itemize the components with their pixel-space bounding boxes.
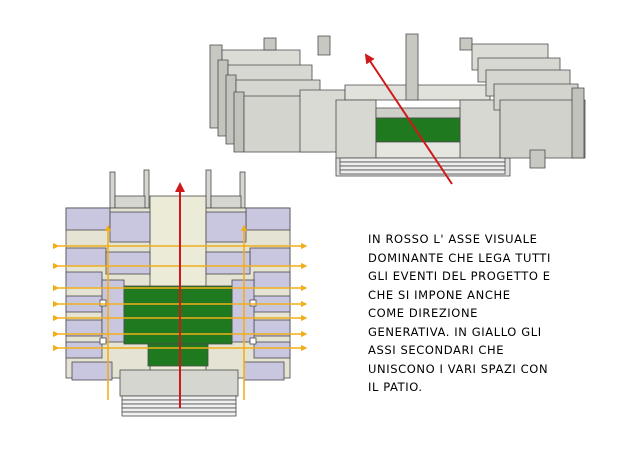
plan-view [52, 169, 308, 417]
axonometric-view [209, 33, 586, 185]
right-wing-blocks [459, 37, 586, 169]
caption-line: GLI EVENTI DEL PROGETTO E [368, 269, 551, 283]
caption-line: CHE SI IMPONE ANCHE [368, 287, 511, 302]
caption-line: DOMINANTE CHE LEGA TUTTI [368, 250, 552, 265]
caption-line: UNISCONO I VARI SPAZI CON [368, 361, 549, 376]
plan-patio [123, 285, 233, 345]
plan-top-walls [109, 169, 246, 209]
caption-line: IL PATIO. [368, 380, 423, 394]
caption-line: COME DIREZIONE [368, 306, 479, 320]
caption-line: IN ROSSO L' ASSE VISUALE [368, 232, 538, 246]
caption-text: IN ROSSO L' ASSE VISUALE DOMINANTE CHE L… [368, 230, 583, 397]
axon-steps [339, 157, 506, 175]
secondary-axes [52, 224, 308, 400]
axon-patio [375, 117, 461, 143]
caption-line: ASSI SECONDARI CHE [368, 343, 505, 357]
axon-primary-axis [364, 53, 453, 185]
left-wing-blocks [209, 35, 346, 153]
caption-line: GENERATIVA. IN GIALLO GLI [368, 324, 542, 339]
